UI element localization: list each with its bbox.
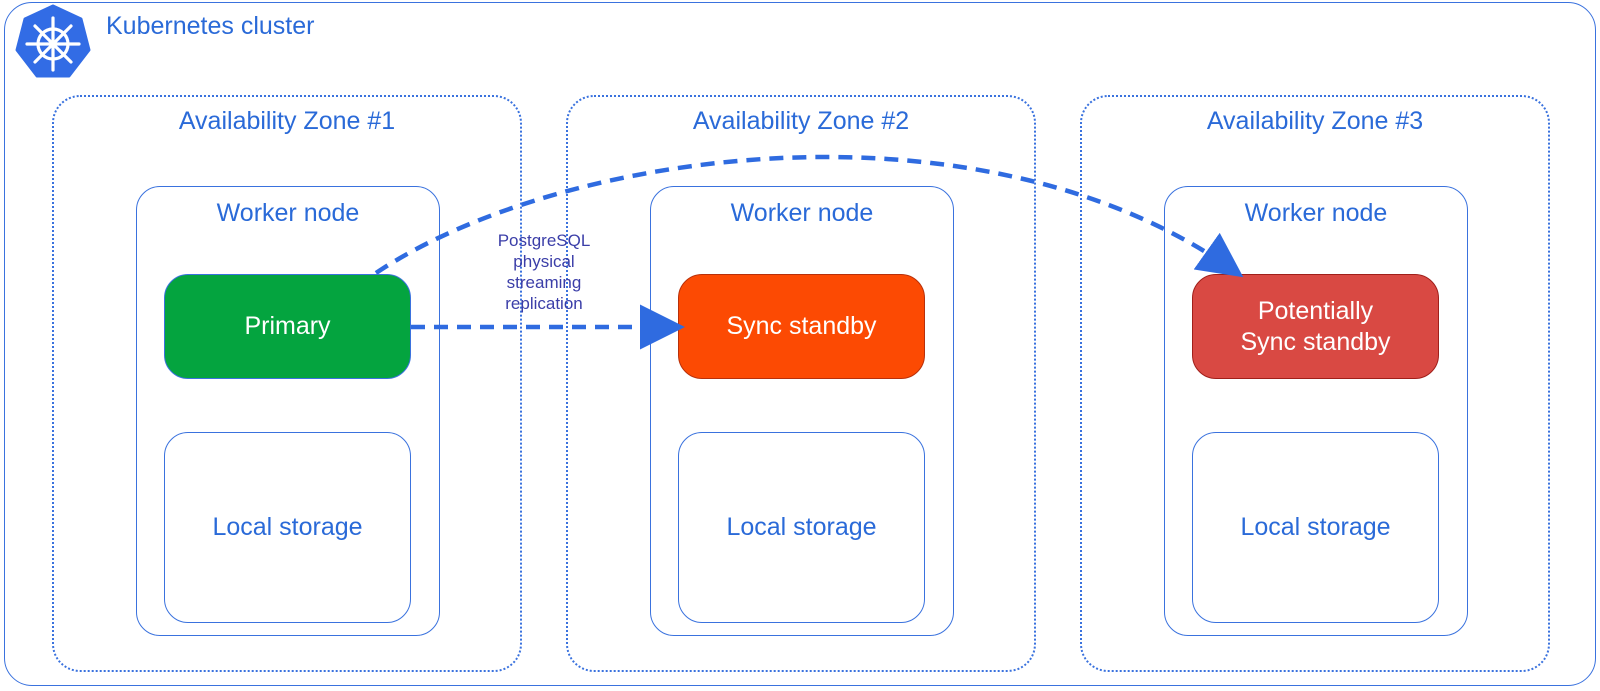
zone-title: Availability Zone #1 — [178, 107, 396, 135]
zone-title: Availability Zone #2 — [692, 107, 910, 135]
pod-label-line1: Potentially — [1257, 296, 1374, 325]
label-line: replication — [505, 294, 583, 313]
primary-pod[interactable]: Primary — [164, 274, 411, 379]
cluster-title: Kubernetes cluster — [106, 12, 315, 40]
pod-label: Sync standby — [726, 312, 877, 340]
worker-node-3: Worker node — [1164, 186, 1468, 636]
availability-zone-2: Availability Zone #2 — [566, 95, 1036, 672]
local-storage-3: Local storage — [1192, 432, 1439, 623]
pod-label-line2: Sync standby — [1240, 327, 1391, 356]
worker-node-title: Worker node — [216, 199, 360, 227]
local-storage-2: Local storage — [678, 432, 925, 623]
worker-node-title: Worker node — [1244, 199, 1388, 227]
potential-sync-standby-pod[interactable]: Potentially Sync standby — [1192, 274, 1439, 379]
zone-title: Availability Zone #3 — [1206, 107, 1424, 135]
availability-zone-1: Availability Zone #1 — [52, 95, 522, 672]
label-line: streaming — [506, 273, 582, 292]
worker-node-title: Worker node — [730, 199, 874, 227]
label-line: PostgreSQL — [497, 231, 591, 250]
availability-zone-3: Availability Zone #3 — [1080, 95, 1550, 672]
pod-label: Primary — [244, 312, 331, 340]
kubernetes-logo-icon — [15, 4, 91, 78]
storage-label: Local storage — [1240, 513, 1391, 541]
worker-node-1: Worker node — [136, 186, 440, 636]
local-storage-1: Local storage — [164, 432, 411, 623]
kubernetes-cluster — [4, 2, 1596, 686]
sync-standby-pod[interactable]: Sync standby — [678, 274, 925, 379]
storage-label: Local storage — [726, 513, 877, 541]
label-line: physical — [513, 252, 575, 271]
storage-label: Local storage — [212, 513, 363, 541]
replication-label: PostgreSQL physical streaming replicatio… — [476, 230, 612, 314]
